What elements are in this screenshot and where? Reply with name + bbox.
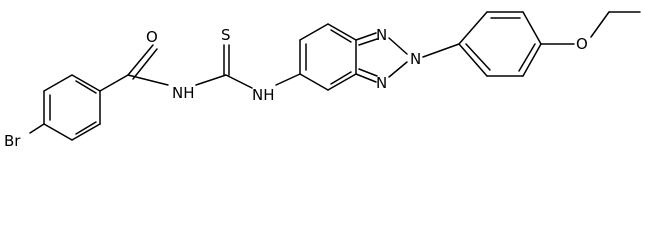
bond-ring-c-6	[458, 43, 488, 77]
bond-ring-a-2	[43, 123, 73, 141]
bond-triazole-2	[355, 73, 377, 83]
bond-ring-b-6	[299, 73, 329, 91]
bond-ring-b-inner-2	[330, 29, 352, 43]
molecule-drawing: Br O NH S NH N N N	[4, 11, 641, 150]
atom-thione-sulfur: S	[221, 26, 231, 44]
bond-n-thiocarbon	[195, 74, 227, 86]
bond-ring-b-5	[327, 73, 357, 91]
bond-ring-c-inner-3	[465, 43, 491, 71]
bond-ring-b-inner-3	[330, 71, 352, 85]
atom-carbonyl-oxygen: O	[146, 28, 158, 46]
bond-triazole-1	[355, 32, 377, 41]
bromophenyl-ring	[43, 74, 101, 141]
atom-amide-nh: NH	[172, 84, 195, 102]
bond-ring-c-3	[522, 11, 542, 45]
bond-ring-b-3	[327, 23, 357, 41]
bond-ring-a-5	[71, 74, 101, 92]
ethoxyphenyl-ring	[458, 11, 542, 77]
bond-carbonyl-n	[127, 74, 169, 86]
triazole-ring	[355, 32, 408, 83]
bond-triazole-1-inner	[358, 38, 378, 46]
bond-oxygen-ch2	[590, 11, 610, 38]
bond-ring-a-inner-2	[75, 121, 97, 135]
bond-ring-a-inner-3	[75, 80, 97, 94]
bond-triazole-4	[388, 61, 408, 78]
atom-triazole-n1: N	[376, 26, 387, 44]
bond-ring-carbonyl	[99, 74, 129, 92]
bond-ring-c-inner-2	[518, 43, 536, 72]
atom-triazole-n3: N	[376, 74, 387, 92]
bond-ring-a-3	[71, 123, 101, 141]
bond-triazole-2-inner	[358, 68, 378, 77]
structure-diagram: Br O NH S NH N N N	[4, 11, 641, 150]
bond-n-benzo	[275, 73, 301, 86]
bond-ring-b-2	[299, 23, 329, 41]
atom-thioamide-nh: NH	[252, 86, 275, 104]
bond-thiocarbon-n	[225, 74, 253, 89]
atom-triazole-n2: N	[410, 50, 421, 68]
atom-bromine: Br	[4, 132, 21, 150]
bond-triazole-3	[388, 37, 408, 55]
bond-ring-c-4	[522, 43, 542, 77]
bond-c-br	[29, 123, 45, 134]
bond-ring-c-1	[458, 11, 488, 45]
bond-ring-a-6	[43, 74, 73, 92]
atom-ether-oxygen: O	[576, 35, 588, 53]
bond-n-aryl	[422, 43, 460, 58]
bond-carbonyl-double-a	[127, 44, 154, 76]
bond-carbonyl-double-b	[132, 48, 158, 80]
benzo-ring	[299, 23, 357, 91]
